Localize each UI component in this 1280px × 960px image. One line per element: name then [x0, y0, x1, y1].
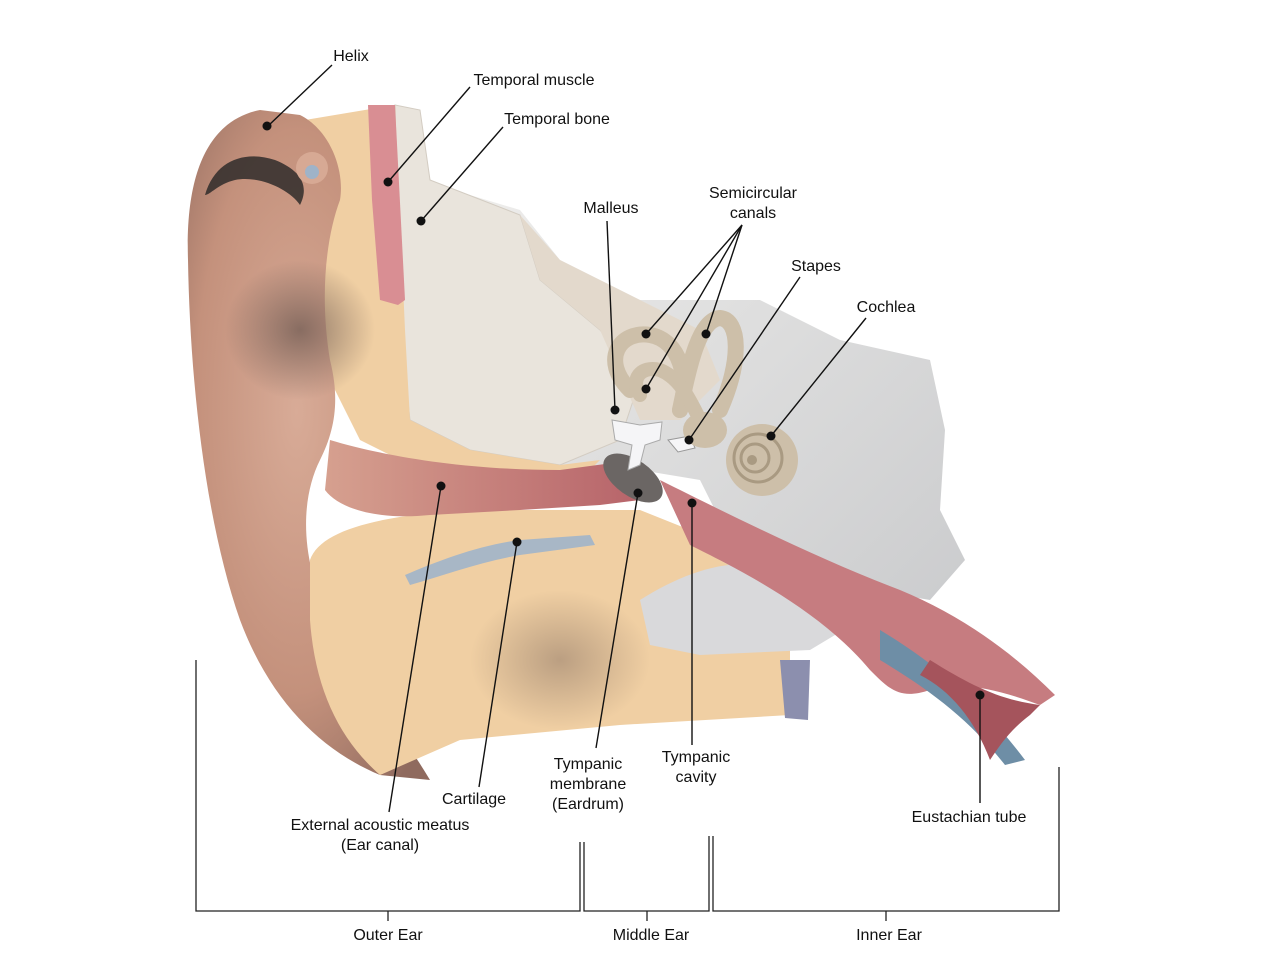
bracket-inner-ear [712, 767, 1060, 912]
label-tympanic-membrane-line1: Tympanic [554, 756, 622, 773]
lower-shadow [470, 590, 650, 730]
label-tympanic-membrane-line3: (Eardrum) [552, 796, 624, 813]
section-middle-ear: Middle Ear [613, 927, 690, 944]
section-inner-ear: Inner Ear [856, 927, 922, 944]
concha-shadow [225, 260, 375, 400]
label-temporal-bone: Temporal bone [504, 111, 610, 128]
bracket-middle-ear [583, 836, 710, 912]
tympanic-membrane-shape [603, 453, 663, 503]
labels: Helix Temporal muscle Temporal bone Mall… [291, 48, 1027, 854]
label-external-acoustic-meatus-line1: External acoustic meatus [291, 817, 470, 834]
label-external-acoustic-meatus-line2: (Ear canal) [341, 837, 419, 854]
section-outer-ear: Outer Ear [353, 927, 423, 944]
label-temporal-muscle: Temporal muscle [474, 72, 595, 89]
label-eustachian-tube: Eustachian tube [912, 809, 1027, 826]
label-malleus: Malleus [583, 200, 638, 217]
cochlea-shape [726, 424, 798, 496]
label-tympanic-cavity-line1: Tympanic [662, 749, 730, 766]
cartilage-streak [405, 535, 595, 585]
helix-knob-inner [305, 165, 319, 179]
ear-canal [325, 440, 640, 517]
ossicles-shape [611, 419, 663, 471]
label-cochlea: Cochlea [857, 299, 916, 316]
label-stapes: Stapes [791, 258, 841, 275]
label-tympanic-cavity-line2: cavity [676, 769, 717, 786]
vestibule-shape [683, 412, 727, 448]
label-semicircular-line1: Semicircular [709, 185, 798, 202]
auricle [187, 110, 430, 780]
helix-groove [205, 156, 304, 205]
eustachian-tube-outer [660, 480, 1055, 705]
label-cartilage: Cartilage [442, 791, 506, 808]
section-brackets: Outer Ear Middle Ear Inner Ear [195, 660, 1060, 944]
leader-lines [262, 64, 985, 813]
label-tympanic-membrane-line2: membrane [550, 776, 627, 793]
label-semicircular-line2: canals [730, 205, 776, 222]
ear-illustration [187, 104, 1055, 780]
label-helix: Helix [333, 48, 369, 65]
mastoid-pad [780, 660, 810, 720]
temporal-muscle [368, 105, 405, 305]
